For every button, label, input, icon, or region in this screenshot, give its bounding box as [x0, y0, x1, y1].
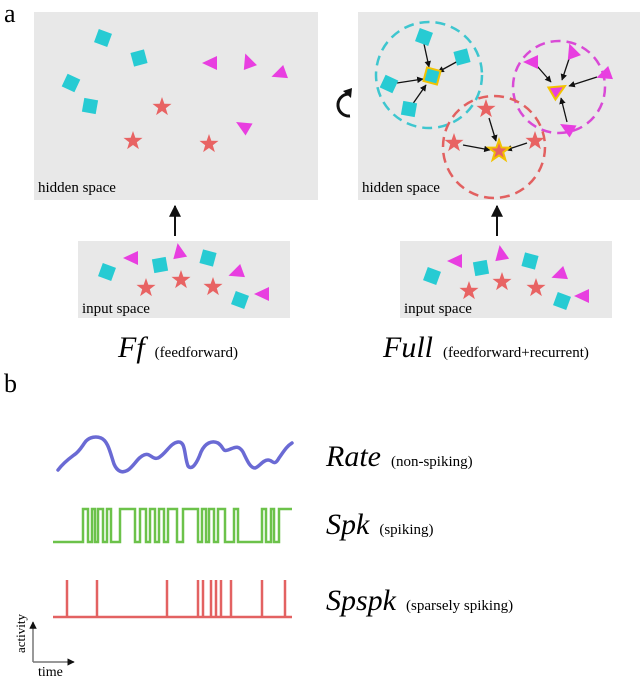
full-hidden-space: hidden space — [358, 12, 640, 200]
axis-y-label: activity — [13, 614, 28, 653]
square-point — [400, 100, 418, 118]
square-cluster-arrows — [396, 43, 461, 106]
cluster-circle-stars — [441, 94, 547, 200]
spspk-trace — [53, 580, 292, 619]
ff-title: Ff (feedforward) — [117, 331, 238, 364]
cluster-circle-triangles — [511, 39, 607, 135]
rate-title: Rate (non-spiking) — [325, 440, 473, 473]
spk-title: Spk (spiking) — [326, 508, 434, 541]
square-point — [151, 256, 169, 274]
full-title-main: Full — [382, 331, 433, 364]
star-cluster-arrows — [462, 117, 528, 153]
panel-a-letter: a — [4, 0, 16, 28]
ff-hidden-box — [34, 12, 318, 200]
ff-title-sub: (feedforward) — [155, 345, 238, 361]
square-point — [81, 97, 99, 115]
square-prototype — [422, 66, 442, 86]
ff-input-space: input space — [78, 241, 290, 318]
panel-b-letter: b — [4, 369, 17, 398]
rate-title-main: Rate — [325, 440, 381, 473]
full-input-space: input space — [400, 241, 612, 318]
triangle-cluster-arrows — [536, 55, 598, 123]
full-hidden-box — [358, 12, 640, 200]
spspk-title-main: Spspk — [326, 584, 397, 617]
full-title: Full (feedforward+recurrent) — [382, 331, 589, 364]
full-title-sub: (feedforward+recurrent) — [443, 345, 589, 361]
spk-title-sub: (spiking) — [379, 522, 433, 538]
spspk-title-sub: (sparsely spiking) — [406, 598, 513, 614]
axis-x-label: time — [38, 665, 63, 679]
ff-title-main: Ff — [117, 331, 148, 364]
ff-hidden-space: hidden space — [34, 12, 318, 200]
rate-trace — [56, 435, 294, 474]
spk-title-main: Spk — [326, 508, 370, 541]
cluster-circle-squares — [374, 20, 484, 130]
ff-hidden-label: hidden space — [38, 180, 116, 196]
full-hidden-label: hidden space — [362, 180, 440, 196]
square-point — [472, 259, 490, 277]
ff-input-label: input space — [82, 301, 150, 317]
spk-trace — [53, 507, 292, 544]
activity-time-axes: activity time — [13, 614, 75, 679]
rate-title-sub: (non-spiking) — [391, 454, 473, 470]
spspk-title: Spspk (sparsely spiking) — [326, 584, 513, 617]
full-input-label: input space — [404, 301, 472, 317]
recurrent-loop-icon — [336, 88, 352, 118]
